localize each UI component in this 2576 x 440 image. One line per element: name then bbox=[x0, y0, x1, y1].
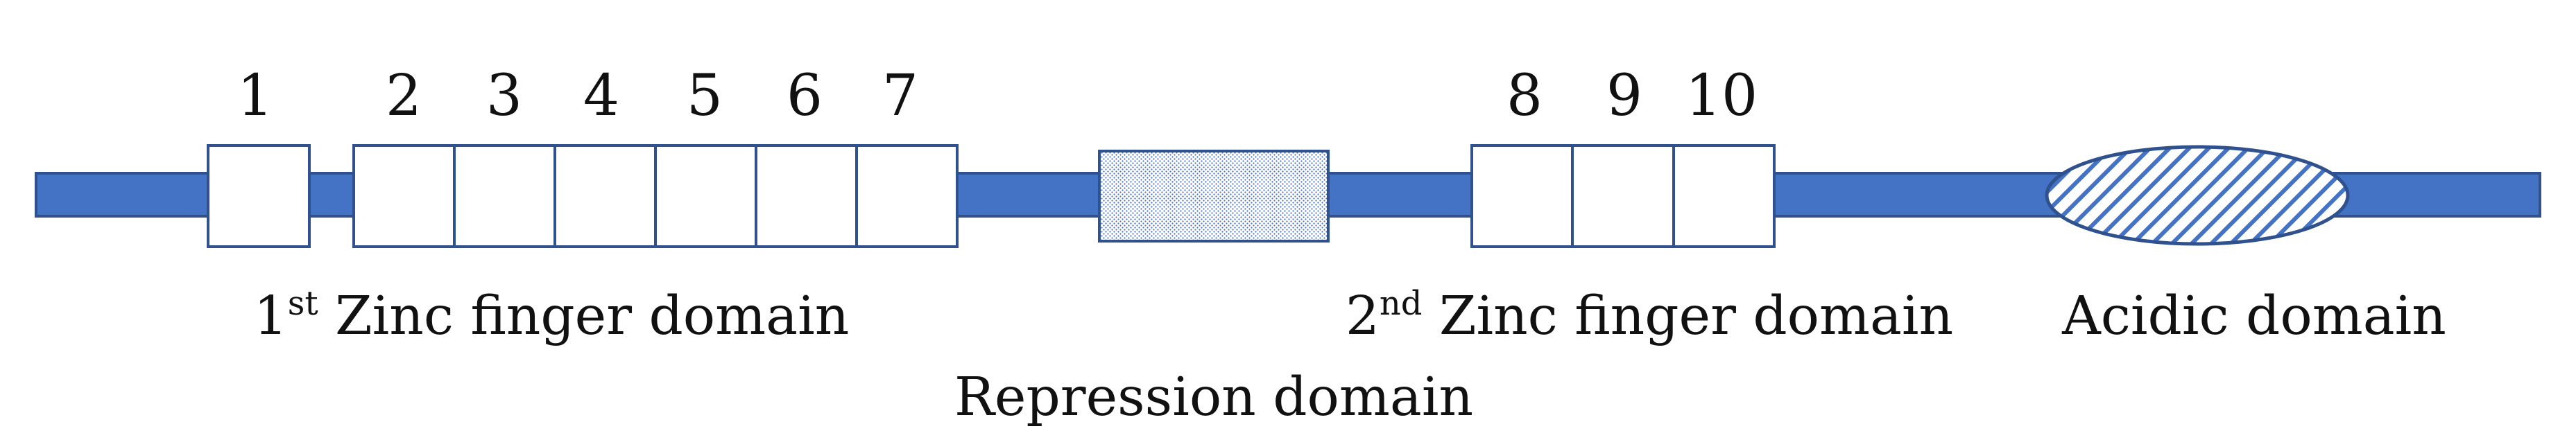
first-zinc-ordinal-suffix: st bbox=[287, 284, 318, 323]
zinc-finger-10-box bbox=[1672, 144, 1776, 248]
zinc-finger-9-box bbox=[1571, 144, 1675, 248]
zinc-finger-number-4: 4 bbox=[583, 63, 620, 129]
zinc-finger-number-3: 3 bbox=[486, 63, 523, 129]
zinc-finger-number-10: 10 bbox=[1685, 63, 1758, 129]
second-zinc-ordinal-number: 2 bbox=[1345, 285, 1380, 347]
acidic-domain-ellipse bbox=[2045, 145, 2350, 246]
zinc-finger-3-box bbox=[453, 144, 556, 248]
acidic-domain-label: Acidic domain bbox=[2062, 285, 2446, 347]
repression-domain-label: Repression domain bbox=[954, 367, 1474, 428]
zinc-finger-1-box bbox=[207, 144, 311, 248]
zinc-finger-5-box bbox=[654, 144, 757, 248]
zinc-finger-8-box bbox=[1470, 144, 1574, 248]
first-zinc-ordinal-number: 1 bbox=[253, 285, 288, 347]
repression-domain-box bbox=[1098, 150, 1330, 243]
zinc-finger-7-box bbox=[855, 144, 959, 248]
zinc-finger-number-1: 1 bbox=[237, 63, 274, 129]
zinc-finger-number-8: 8 bbox=[1506, 63, 1543, 129]
second-zinc-ordinal-suffix: nd bbox=[1379, 284, 1423, 323]
second-zinc-label-text: Zinc finger domain bbox=[1422, 285, 1954, 347]
zinc-finger-number-7: 7 bbox=[882, 63, 919, 129]
second-zinc-finger-domain-label: 2nd Zinc finger domain bbox=[1346, 287, 1953, 343]
zinc-finger-number-9: 9 bbox=[1606, 63, 1643, 129]
zinc-finger-2-box bbox=[352, 144, 456, 248]
zinc-finger-number-6: 6 bbox=[786, 63, 823, 129]
zinc-finger-4-box bbox=[553, 144, 657, 248]
first-zinc-finger-domain-label: 1st Zinc finger domain bbox=[254, 287, 850, 343]
zinc-finger-6-box bbox=[755, 144, 858, 248]
zinc-finger-number-2: 2 bbox=[385, 63, 422, 129]
first-zinc-label-text: Zinc finger domain bbox=[318, 285, 850, 347]
zinc-finger-number-5: 5 bbox=[686, 63, 723, 129]
